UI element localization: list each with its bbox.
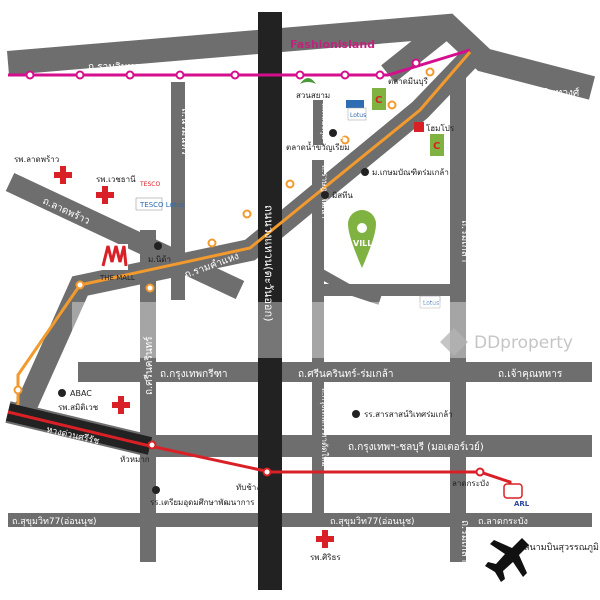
road-top-loop [381,17,455,83]
orange-line-stations [13,67,435,395]
label-suwinthawong: ถ.สุวินทวงศ์ [528,87,580,99]
airplane-icon [485,538,529,582]
nam-khwan-label: ตลาดน้ำขวัญเรียม [286,141,350,152]
label-ram-inthra: ถ.รามอินทรา [88,62,145,73]
kasem-label: ม.เกษมบัณฑิตร่มเกล้า [372,168,449,177]
road-ville-access [315,267,382,305]
abac-dot-icon [58,389,66,397]
label-seri-thai: ถ.เสรีไทย [204,144,242,172]
lat-krabang-label: ลาดกระบัง [452,479,489,488]
ville-label: VILLE [353,239,378,248]
siam-park-label: สวนสยาม [296,91,330,100]
tesco-lotus-left: TESCO TESCO Lotus [135,181,185,211]
label-krungthep-kritha-tat: ถ.กรุงเทพกรีฑาตัดใหม่ [320,388,329,467]
arl-stations [147,440,485,477]
road-ram-inthra [6,13,596,100]
nida-dot-icon [154,242,162,250]
siam-park-icon [300,78,316,84]
vejthani-label: รพ.เวชธานี [96,175,136,184]
thap-chang-label: ทับช้าง [236,483,260,492]
samitivej-cross-icon [112,396,130,414]
label-khlong-kum: ถ.คลองกุ่ม [320,103,329,139]
nida-label: ม.นิด้า [148,255,171,264]
big-c-right: C [430,134,444,156]
sirindhorn-cross-icon [316,530,334,548]
label-krungthep-kritha: ถ.กรุงเทพกรีฑา [160,368,228,380]
homepro-label: โฮมโปร [426,123,455,133]
siam-park: สวนสยาม [296,78,330,100]
label-motorway: ถ.กรุงเทพฯ-ชลบุรี (มอเตอร์เวย์) [348,441,484,453]
the-mall: THE MALL [99,244,135,282]
arl-station: ARL [503,483,530,508]
label-kheha-romklao: ถ.เคหะร่มเกล้า [386,274,444,285]
sirindhorn-label: รพ.ศิริธร [310,553,341,562]
abac-label: ABAC [70,389,92,398]
homepro: โฮมโปร [414,122,455,133]
label-sukhumvit77-left: ถ.สุขุมวิท77(อ่อนนุช) [12,516,97,527]
tesco-label: TESCO [139,181,160,188]
watermark-brand: DDproperty [474,333,573,353]
lotus-top-label: Lotus [350,112,366,119]
nam-khwan-dot-icon [329,129,337,137]
rail-station-icon [503,483,523,499]
big-c-top: C [372,88,386,110]
sarasas-label: รร.สารสาสน์วิเทศร่มเกล้า [364,409,453,419]
kasem-dot-icon [361,168,369,176]
the-mall-logo-icon [101,245,128,267]
triam-label: รร.เตรียมอุดมศึกษาพัฒนาการ [150,498,255,507]
label-romklao-lower: ถ.ร่มเกล้า [459,520,471,562]
tesco-lotus-label: TESCO Lotus [139,201,185,209]
pink-line-stations [25,58,421,80]
label-nawamin: ถ.นวมินทร์ [179,108,191,156]
mitsu-dot-icon [321,191,329,199]
lat-phrao-hospital-cross-icon [54,166,72,184]
ddproperty-logo-icon [440,328,468,356]
label-chao-khun-thahan: ถ.เจ้าคุณทหาร [498,368,563,380]
lat-phrao-hospital: รพ.ลาดพร้าว [14,155,72,184]
sarasas-dot-icon [352,410,360,418]
samitivej-label: รพ.สมิติเวช [58,403,99,412]
ville-location-pin-icon [348,210,376,268]
lotus-right: Lotus [419,295,441,309]
fashion-island-logo: Fashionisland [290,38,375,51]
mitsu-label: มิสทีน [332,191,353,200]
watermark: DDproperty [72,302,592,358]
big-c-right-icon: C [433,141,440,152]
label-srinakarin: ถ.ศรีนครินทร์ [143,336,155,395]
label-srinakarin-romklao: ถ.ศรีนครินทร์-ร่มเกล้า [298,368,393,380]
orange-line [16,51,472,405]
suvarnabhumi-label: สนามบินสุวรรณภูมิ [524,542,599,553]
min-buri-market-label: ตลาดมีนบุรี [388,77,429,86]
label-lat-krabang-road: ถ.ลาดกระบัง [478,517,528,527]
hua-mak-label: หัวหมาก [120,455,150,464]
big-c-top-icon: C [375,95,382,106]
the-mall-label: THE MALL [99,274,135,282]
arl-label: ARL [514,500,530,508]
lotus-top: Lotus [346,100,367,121]
airport: สนามบินสุวรรณภูมิ [485,538,599,582]
lat-phrao-hospital-label: รพ.ลาดพร้าว [14,155,59,164]
ville-project-pin: VILLE [348,210,378,268]
label-romklao-upper: ถ.ร่มเกล้า [459,220,471,262]
pink-line [8,48,471,77]
vejthani-hospital: รพ.เวชธานี [96,175,136,204]
triam-dot-icon [152,486,160,494]
vejthani-cross-icon [96,186,114,204]
label-ring-road: ถนนวงแหวน(ตะวันออก) [262,205,275,322]
label-sukhumvit77-bottom: ถ.สุขุมวิท77(อ่อนนุช) [330,516,415,527]
road-lat-phrao [5,172,245,300]
lotus-right-label: Lotus [423,300,439,307]
